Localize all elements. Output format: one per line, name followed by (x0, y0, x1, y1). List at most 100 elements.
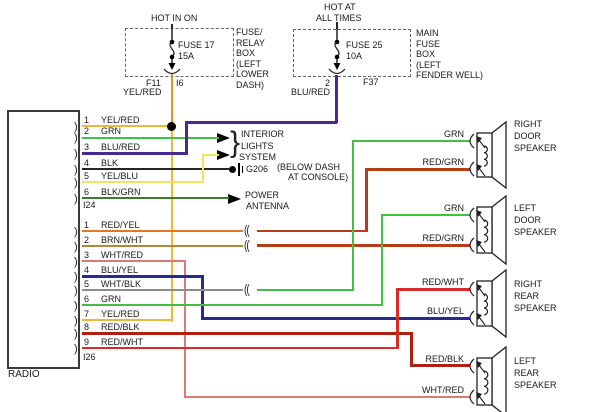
speaker-icon (469, 268, 507, 339)
wire-red_blk-segment (82, 332, 413, 335)
interior-lights-label-line: SYSTEM (239, 152, 277, 162)
pin-connector-icon: ) (74, 315, 78, 327)
main-fuse-box-note-line: (LEFT (416, 60, 442, 70)
wire-grn-segment (352, 140, 354, 291)
pin-number: 8 (84, 322, 90, 332)
speaker-name-line: REAR (514, 368, 540, 378)
fuse-17-label: FUSE 17 (178, 40, 215, 50)
wire-blu_red-segment (188, 121, 337, 124)
pin-connector-icon: ) (74, 300, 78, 312)
interior-lights-arrow-icon (217, 133, 230, 143)
fuse-25-amps: 10A (346, 51, 363, 61)
speaker-name-line: REAR (514, 291, 540, 301)
ground-bar-icon (242, 166, 243, 173)
wire-blk-segment (336, 22, 338, 29)
inline-connector-icon: (( (243, 224, 250, 239)
power-antenna-label-line: POWER (245, 190, 280, 200)
interior-lights-brace: } (230, 126, 241, 159)
speaker-name-line: DOOR (514, 215, 541, 225)
pin-connector-icon: ) (74, 328, 78, 340)
wire-grn-segment (82, 304, 383, 306)
wire-red_wht-segment (396, 288, 399, 349)
ground-dot-icon (229, 166, 236, 173)
wire-brn_wht-segment (82, 245, 246, 247)
pin-wire-label: BLU/YEL (101, 265, 139, 275)
feed-label-hot-at: HOT AT (324, 2, 356, 12)
pin-connector-icon: ) (74, 193, 78, 205)
main-fuse-box-note-line: FENDER WELL) (416, 70, 484, 80)
wire-wht_red-segment (184, 396, 470, 398)
pin-wire-label: GRN (101, 294, 121, 304)
pin-connector-icon: ) (74, 132, 78, 144)
fuse-25-terminal-b: F37 (363, 77, 379, 87)
fuse-25-terminal-a: 2 (325, 78, 331, 88)
fuse-17-wire-label: YEL/RED (123, 87, 162, 97)
pin-number: 4 (84, 265, 90, 275)
wire-red_grn-segment (257, 244, 470, 247)
speaker-name-line: SPEAKER (514, 380, 557, 390)
wire-blu_yel-segment (201, 275, 204, 320)
pin-connector-icon: ) (74, 256, 78, 268)
speaker-wire-label: RED/GRN (422, 233, 464, 243)
ground-note-line: AT CONSOLE) (288, 172, 349, 182)
interior-lights-label-line: INTERIOR (241, 129, 285, 139)
wire-wht_red-segment (184, 260, 186, 398)
wire-blu_yel-segment (201, 317, 470, 320)
speaker-name-line: SPEAKER (514, 143, 557, 153)
speaker-wire-label: RED/GRN (422, 157, 464, 167)
speaker-wire-label: BLU/YEL (426, 306, 464, 316)
wire-junction-dot (167, 122, 176, 131)
pin-wire-label: BLK (101, 158, 119, 168)
radio-box (7, 110, 80, 369)
fuse-25-wire-label: BLU/RED (291, 87, 331, 97)
main-fuse-box-note-line: FUSE (416, 39, 441, 49)
wire-grn-segment (381, 214, 383, 306)
pin-wire-label: WHT/RED (101, 250, 143, 260)
wire-blk_grn-segment (82, 197, 229, 199)
pin-number: 1 (84, 220, 90, 230)
pin-wire-label: YEL/RED (101, 309, 140, 319)
wire-yel_red_feed-segment (171, 74, 173, 128)
wire-red_grn-segment (368, 168, 470, 171)
pin-connector-icon: ) (74, 177, 78, 189)
fuse-box-note-line: (LEFT (236, 59, 262, 69)
wire-blu_yel-segment (82, 275, 203, 278)
inline-connector-icon: (( (243, 283, 250, 298)
speaker-wire-label: WHT/RED (422, 385, 464, 395)
interior-lights-arrow-icon (217, 150, 230, 160)
wire-grn-segment (381, 214, 470, 216)
speaker-icon (469, 345, 507, 412)
fuse-17-amps: 15A (178, 51, 195, 61)
fuse-17-terminal-b: I6 (176, 78, 184, 88)
wire-red_blk-segment (410, 364, 470, 367)
ground-note-line: (BELOW DASH (277, 162, 341, 172)
speaker-wire-label: RED/WHT (422, 277, 464, 287)
speaker-icon (469, 120, 507, 190)
pin-number: 4 (84, 158, 90, 168)
interior-lights-label-line: LIGHTS (241, 141, 274, 151)
pin-number: 2 (84, 126, 90, 136)
pin-number: 5 (84, 171, 90, 181)
wire-blk-segment (171, 24, 173, 28)
pin-connector-icon: ) (74, 121, 78, 133)
wire-blu_red-segment (185, 121, 188, 155)
main-fuse-box-outline (293, 29, 411, 77)
pin-wire-label: YEL/RED (101, 115, 140, 125)
feed-label-all-times: ALL TIMES (316, 13, 362, 23)
wire-yel_blu-segment (82, 181, 204, 183)
wire-grn-segment (352, 140, 470, 142)
fuse-box-note-line: FUSE/ (236, 27, 263, 37)
speaker-name-line: SPEAKER (514, 227, 557, 237)
pin-wire-label: RED/YEL (101, 220, 140, 230)
wire-blk-segment (82, 168, 229, 170)
speaker-icon (469, 194, 507, 266)
pin-connector-icon: ) (74, 271, 78, 283)
fuse-17-terminal-a: F11 (146, 78, 161, 88)
pin-number: 5 (84, 279, 90, 289)
feed-label-hot-in-on: HOT IN ON (151, 13, 198, 23)
main-fuse-box-note-line: MAIN (416, 28, 439, 38)
pin-wire-label: BRN/WHT (101, 235, 143, 245)
pin-number: 6 (84, 294, 90, 304)
wire-red_grn-segment (365, 168, 368, 232)
